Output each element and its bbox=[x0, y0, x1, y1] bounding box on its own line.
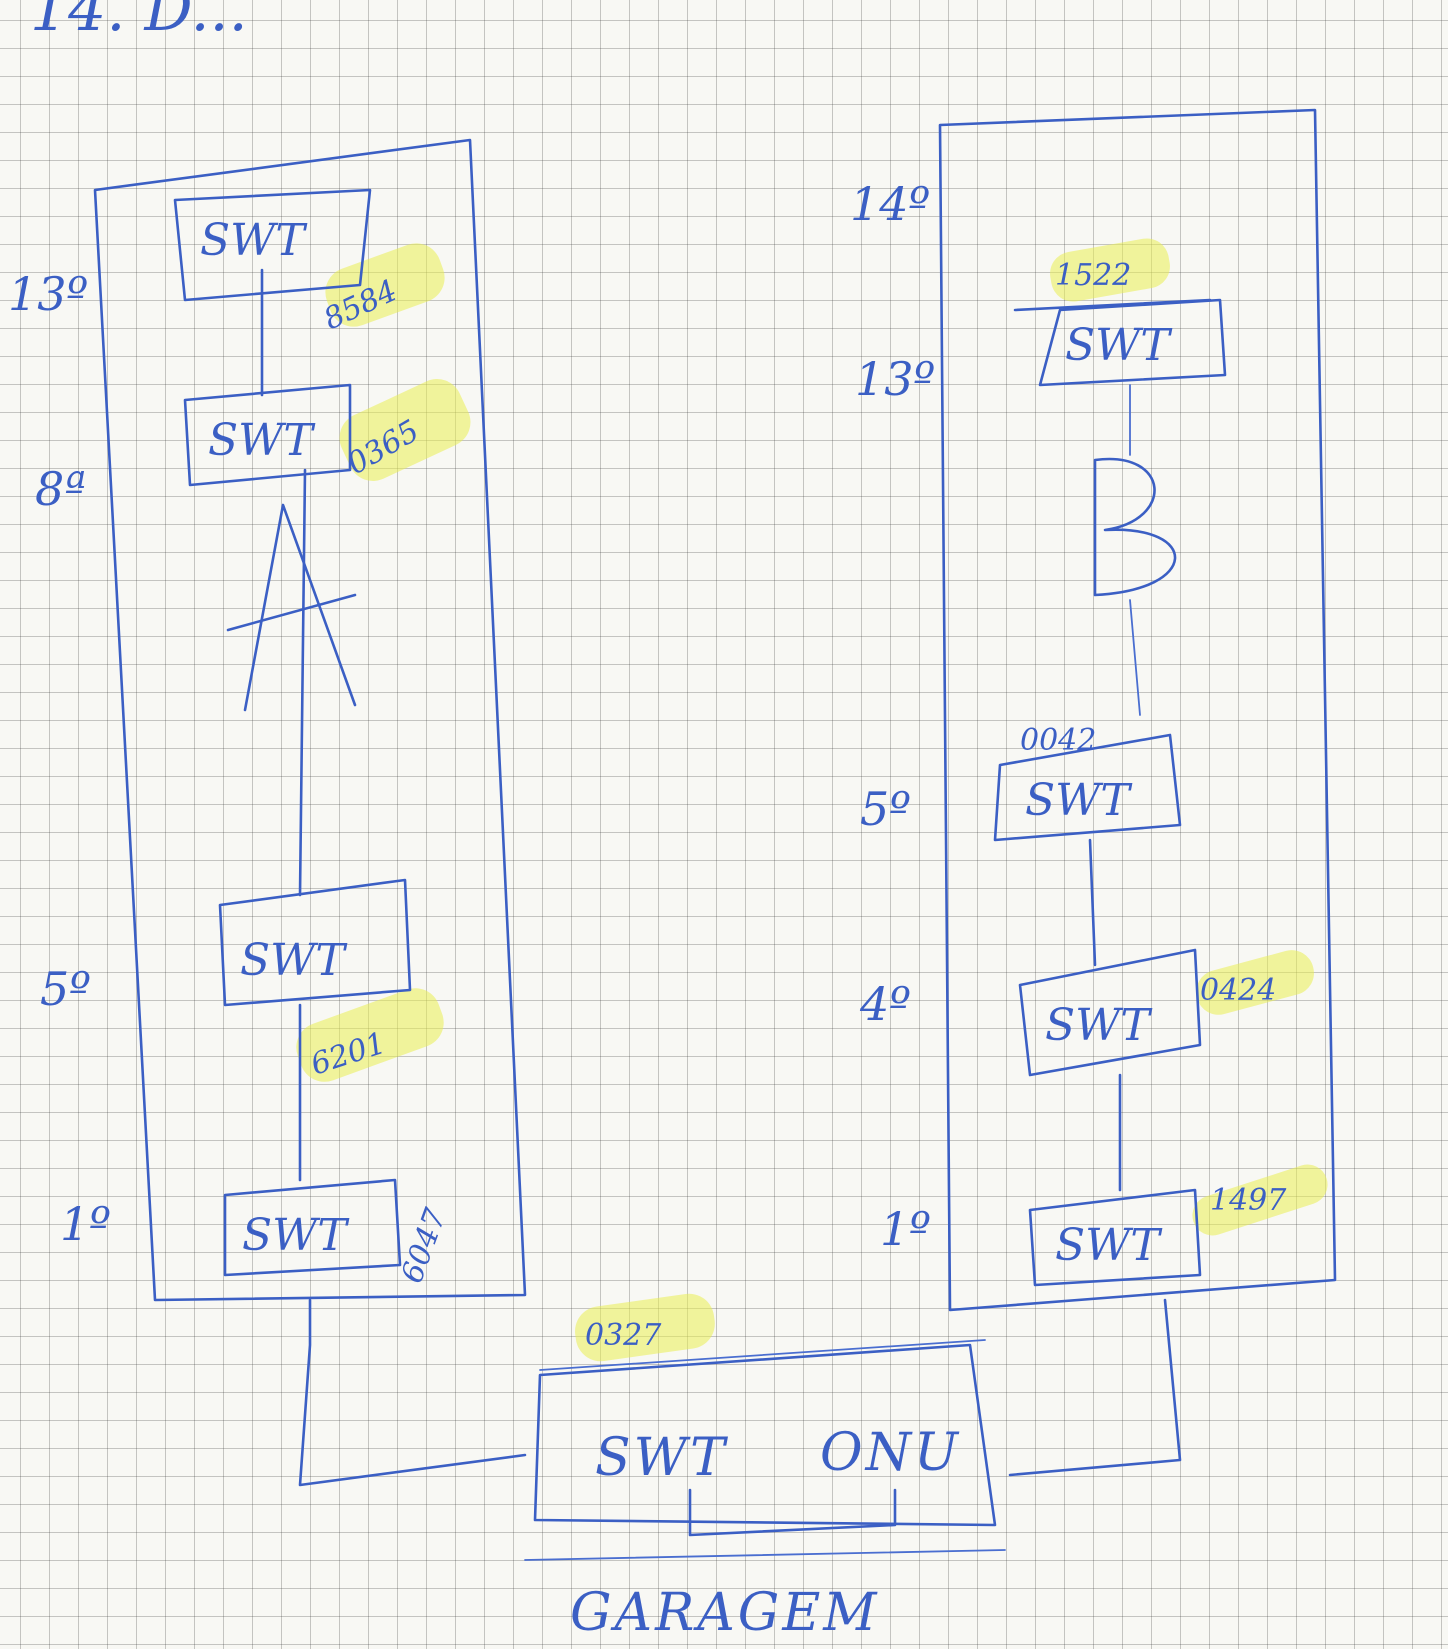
link-line bbox=[1129, 599, 1141, 716]
switch-label: SWT bbox=[200, 215, 308, 266]
floor-label-14: 14º bbox=[850, 177, 930, 231]
switch-code: 0042 bbox=[1020, 723, 1096, 758]
floor-label-5: 5º bbox=[40, 962, 91, 1016]
link-to-garage bbox=[1008, 1298, 1182, 1477]
riser-letter-a bbox=[243, 503, 357, 712]
highlight bbox=[1196, 950, 1314, 1015]
highlight bbox=[1192, 1164, 1328, 1236]
garage-top-line bbox=[539, 1339, 986, 1371]
garage-switch-label: SWT bbox=[595, 1428, 728, 1488]
sheet-title: 14. D... bbox=[30, 0, 248, 45]
link-to-garage bbox=[298, 1298, 527, 1487]
riser-letter-b bbox=[1093, 457, 1177, 597]
switch-label: SWT bbox=[1065, 320, 1173, 371]
switch-code: 1497 bbox=[1210, 1183, 1287, 1218]
right-building-outline bbox=[938, 108, 1337, 1312]
switch-code: 0424 bbox=[1200, 973, 1276, 1008]
garage-box bbox=[533, 1343, 997, 1527]
garage: 0327 SWT ONU GARAGEM bbox=[524, 1293, 1006, 1643]
garage-underline bbox=[524, 1549, 1006, 1561]
floor-label-4: 4º bbox=[859, 977, 911, 1031]
switch-box bbox=[223, 1178, 402, 1277]
switch-label: SWT bbox=[242, 1210, 350, 1261]
garage-onu-label: ONU bbox=[820, 1423, 961, 1483]
switch-label: SWT bbox=[1045, 1000, 1153, 1051]
switch-box bbox=[1038, 298, 1227, 387]
link-line bbox=[1088, 838, 1097, 967]
switch-box bbox=[173, 188, 372, 302]
floor-label-13: 13º bbox=[8, 267, 88, 321]
floor-label-1: 1º bbox=[880, 1202, 931, 1256]
right-building: 14º 13º 5º 4º 1º 1522 SWT B 0042 SWT SWT… bbox=[0, 0, 1337, 1477]
highlight bbox=[1050, 238, 1170, 302]
switch-box bbox=[1028, 1188, 1202, 1287]
switch-label: SWT bbox=[240, 935, 348, 986]
switch-label: SWT bbox=[1055, 1220, 1163, 1271]
riser-letter-a-bar bbox=[226, 593, 357, 632]
floor-label-5: 5º bbox=[860, 782, 911, 836]
left-building: 13º 8ª 5º 1º SWT 8584 SWT 0365 A SWT 620… bbox=[0, 0, 527, 1487]
switch-label: SWT bbox=[208, 415, 316, 466]
riser-label: A bbox=[0, 0, 1, 1]
highlight bbox=[296, 988, 444, 1082]
switch-box bbox=[1018, 948, 1202, 1077]
switch-onu-link bbox=[688, 1488, 897, 1537]
switch-box bbox=[993, 733, 1182, 842]
left-building-outline bbox=[93, 138, 527, 1302]
link-line bbox=[298, 468, 307, 897]
riser-label: B bbox=[0, 0, 1, 1]
garage-title: GARAGEM bbox=[570, 1583, 880, 1643]
floor-label-1: 1º bbox=[60, 1197, 111, 1251]
highlight bbox=[325, 243, 445, 327]
switch-box bbox=[183, 383, 352, 487]
floor-label-8: 8ª bbox=[35, 462, 86, 516]
floor-label-13: 13º bbox=[855, 352, 935, 406]
garage-code: 0327 bbox=[585, 1318, 662, 1353]
highlight bbox=[575, 1293, 715, 1362]
highlight bbox=[339, 379, 471, 481]
switch-label: SWT bbox=[1025, 775, 1133, 826]
switch-code: 6047 bbox=[395, 1203, 454, 1288]
switch-box bbox=[218, 878, 412, 1007]
switch-code: 1522 bbox=[1055, 258, 1131, 293]
